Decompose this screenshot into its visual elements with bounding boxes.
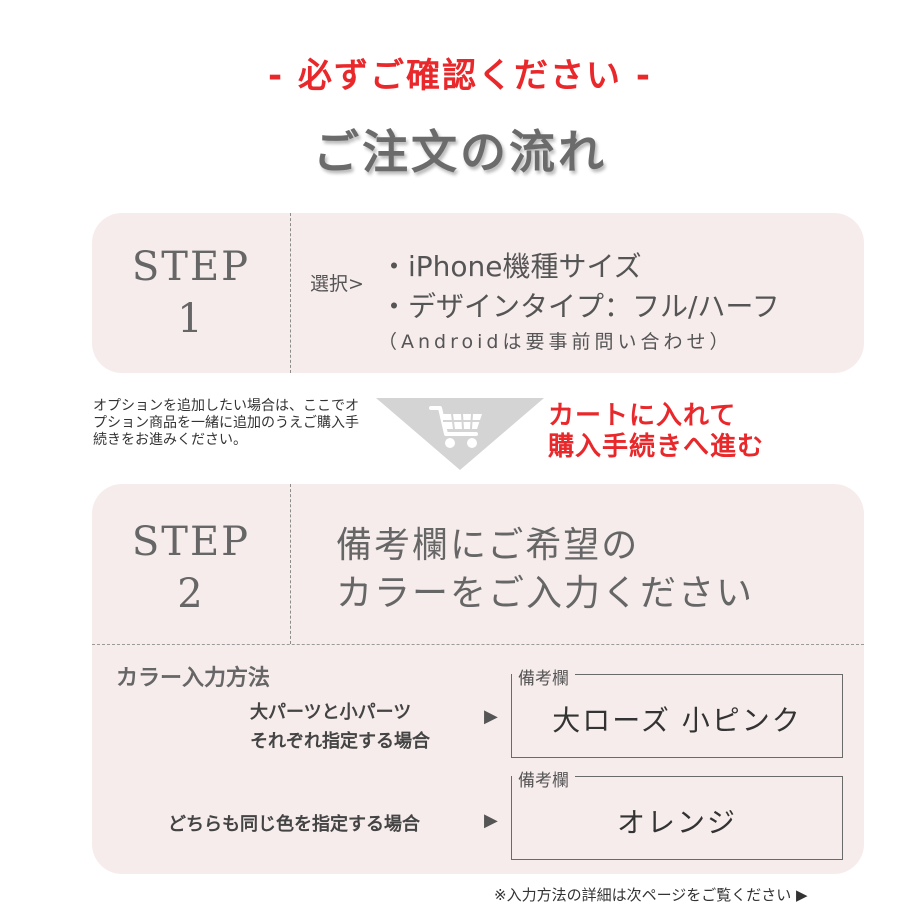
step1-card: STEP 1 選択> ・iPhone機種サイズ ・デザインタイプ：フル/ハーフ … [92, 213, 864, 373]
step2-divider-vertical [290, 484, 291, 644]
step1-item-design: ・デザインタイプ：フル/ハーフ [380, 290, 780, 323]
option-note: オプションを追加したい場合は、ここでオプション商品を一緒に追加のうえご購入手続き… [93, 398, 359, 448]
step1-divider [290, 213, 291, 373]
case1-text: 大パーツと小パーツ それぞれ指定する場合 [250, 698, 430, 756]
step1-select-prefix: 選択> [310, 273, 364, 295]
case1-remarks-value: 大ローズ 小ピンク [552, 704, 802, 737]
page-title: ご注文の流れ [313, 125, 607, 179]
step2-heading-line2: カラーをご入力ください [336, 573, 755, 614]
step2-heading: 備考欄にご希望の カラーをご入力ください [336, 522, 754, 618]
step2-card: STEP 2 備考欄にご希望の カラーをご入力ください カラー入力方法 大パーツ… [92, 484, 864, 874]
step1-note: （Androidは要事前問い合わせ） [378, 331, 733, 353]
case1-text-line1: 大パーツと小パーツ [250, 702, 412, 723]
case2-text: どちらも同じ色を指定する場合 [168, 814, 420, 835]
step2-divider-horizontal [92, 644, 864, 645]
case2-remarks-value: オレンジ [616, 806, 737, 839]
step2-label-word: STEP [131, 519, 251, 565]
cart-cta-line1: カートに入れて [548, 401, 737, 431]
notice-heading: - 必ずご確認ください - [268, 56, 652, 96]
step2-label: STEP 2 [92, 516, 290, 620]
cart-cta-line2: 購入手続きへ進む [548, 432, 765, 462]
case2-remarks-label: 備考欄 [512, 766, 575, 791]
step1-label-number: 1 [177, 296, 205, 342]
step2-label-number: 2 [177, 571, 205, 617]
footer-note: ※入力方法の詳細は次ページをご覧ください ▶ [494, 886, 808, 904]
step2-heading-line1: 備考欄にご希望の [336, 525, 640, 566]
cart-cta: カートに入れて 購入手続きへ進む [548, 401, 764, 463]
case1-remarks-label: 備考欄 [512, 664, 575, 689]
step1-item-size: ・iPhone機種サイズ [380, 250, 642, 283]
case1-arrow: ▶ [484, 706, 498, 727]
case1-text-line2: それぞれ指定する場合 [250, 731, 430, 752]
case2-arrow: ▶ [484, 810, 498, 831]
step1-label-word: STEP [131, 244, 251, 290]
color-method-title: カラー入力方法 [116, 666, 271, 691]
step1-label: STEP 1 [92, 241, 290, 345]
cart-icon [428, 402, 486, 452]
